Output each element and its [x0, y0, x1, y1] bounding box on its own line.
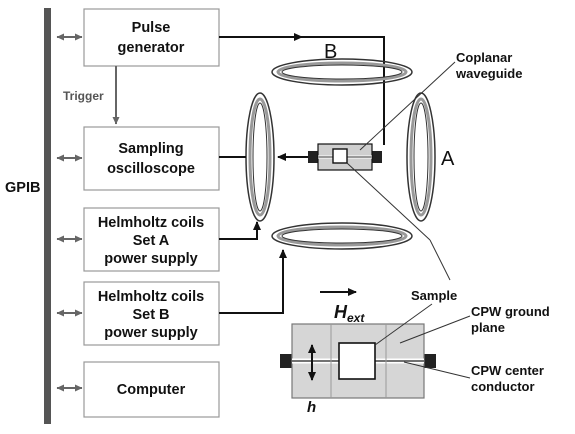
- cpw-ground-label-1: CPW ground: [471, 304, 550, 319]
- h-ext-subscript: ext: [347, 311, 365, 325]
- zoom-lines: [346, 162, 451, 281]
- psu-a-line: [219, 221, 261, 240]
- sampling-oscilloscope-box: Sampling oscilloscope: [83, 126, 220, 191]
- coil-b-bottom: [271, 222, 413, 250]
- psu-a-box: Helmholtz coils Set A power supply: [83, 207, 220, 272]
- h-ext-label: Hext: [334, 302, 365, 325]
- coplanar-waveguide-small: [308, 143, 382, 171]
- pulse-generator-label-1: Pulse: [132, 20, 171, 36]
- oscilloscope-label-1: Sampling: [118, 141, 183, 157]
- sample-callout-line: [374, 303, 433, 346]
- psu-b-label-3: power supply: [104, 325, 197, 341]
- computer-label: Computer: [117, 382, 186, 398]
- coil-b-label: B: [324, 41, 337, 63]
- bus-connectors: [56, 33, 83, 392]
- gpib-bus: GPIB: [5, 8, 51, 424]
- pulse-generator-label-2: generator: [118, 40, 185, 56]
- coil-a-right: A: [406, 92, 455, 222]
- pulse-generator-box: Pulse generator: [83, 8, 220, 67]
- cpw-enlarged: [280, 323, 436, 399]
- pulse-line: [219, 33, 385, 145]
- h-rf-arrow: h: [307, 344, 316, 416]
- coil-a-label: A: [441, 148, 455, 170]
- coplanar-waveguide-callout: Coplanar waveguide: [359, 50, 522, 151]
- trigger-label: Trigger: [63, 89, 104, 103]
- oscilloscope-label-2: oscilloscope: [107, 161, 195, 177]
- cpw-ground-plane-callout: CPW ground plane: [399, 304, 550, 344]
- h-ext-arrow: Hext: [320, 288, 365, 325]
- gpib-label: GPIB: [5, 180, 40, 196]
- cpw-ground-label-2: plane: [471, 320, 505, 335]
- cpw-center-label-1: CPW center: [471, 363, 544, 378]
- psu-b-label-2: Set B: [132, 307, 169, 323]
- cpw-center-conductor-callout: CPW center conductor: [403, 361, 544, 394]
- coplanar-waveguide-label-1: Coplanar: [456, 50, 512, 65]
- h-ext-main: H: [334, 302, 348, 322]
- coil-a-left: [245, 92, 275, 222]
- coplanar-waveguide-label-2: waveguide: [455, 66, 522, 81]
- psu-b-label-1: Helmholtz coils: [98, 289, 204, 305]
- trigger-signal: Trigger: [63, 66, 120, 125]
- psu-a-label-2: Set A: [133, 233, 170, 249]
- psu-b-box: Helmholtz coils Set B power supply: [83, 281, 220, 346]
- sample-label: Sample: [411, 288, 457, 303]
- h-rf-label: h: [307, 399, 316, 416]
- psu-a-label-3: power supply: [104, 251, 197, 267]
- computer-box: Computer: [83, 361, 220, 418]
- psu-b-line: [219, 249, 287, 314]
- psu-a-label-1: Helmholtz coils: [98, 215, 204, 231]
- coil-b-top: B: [271, 41, 413, 86]
- cpw-center-label-2: conductor: [471, 379, 535, 394]
